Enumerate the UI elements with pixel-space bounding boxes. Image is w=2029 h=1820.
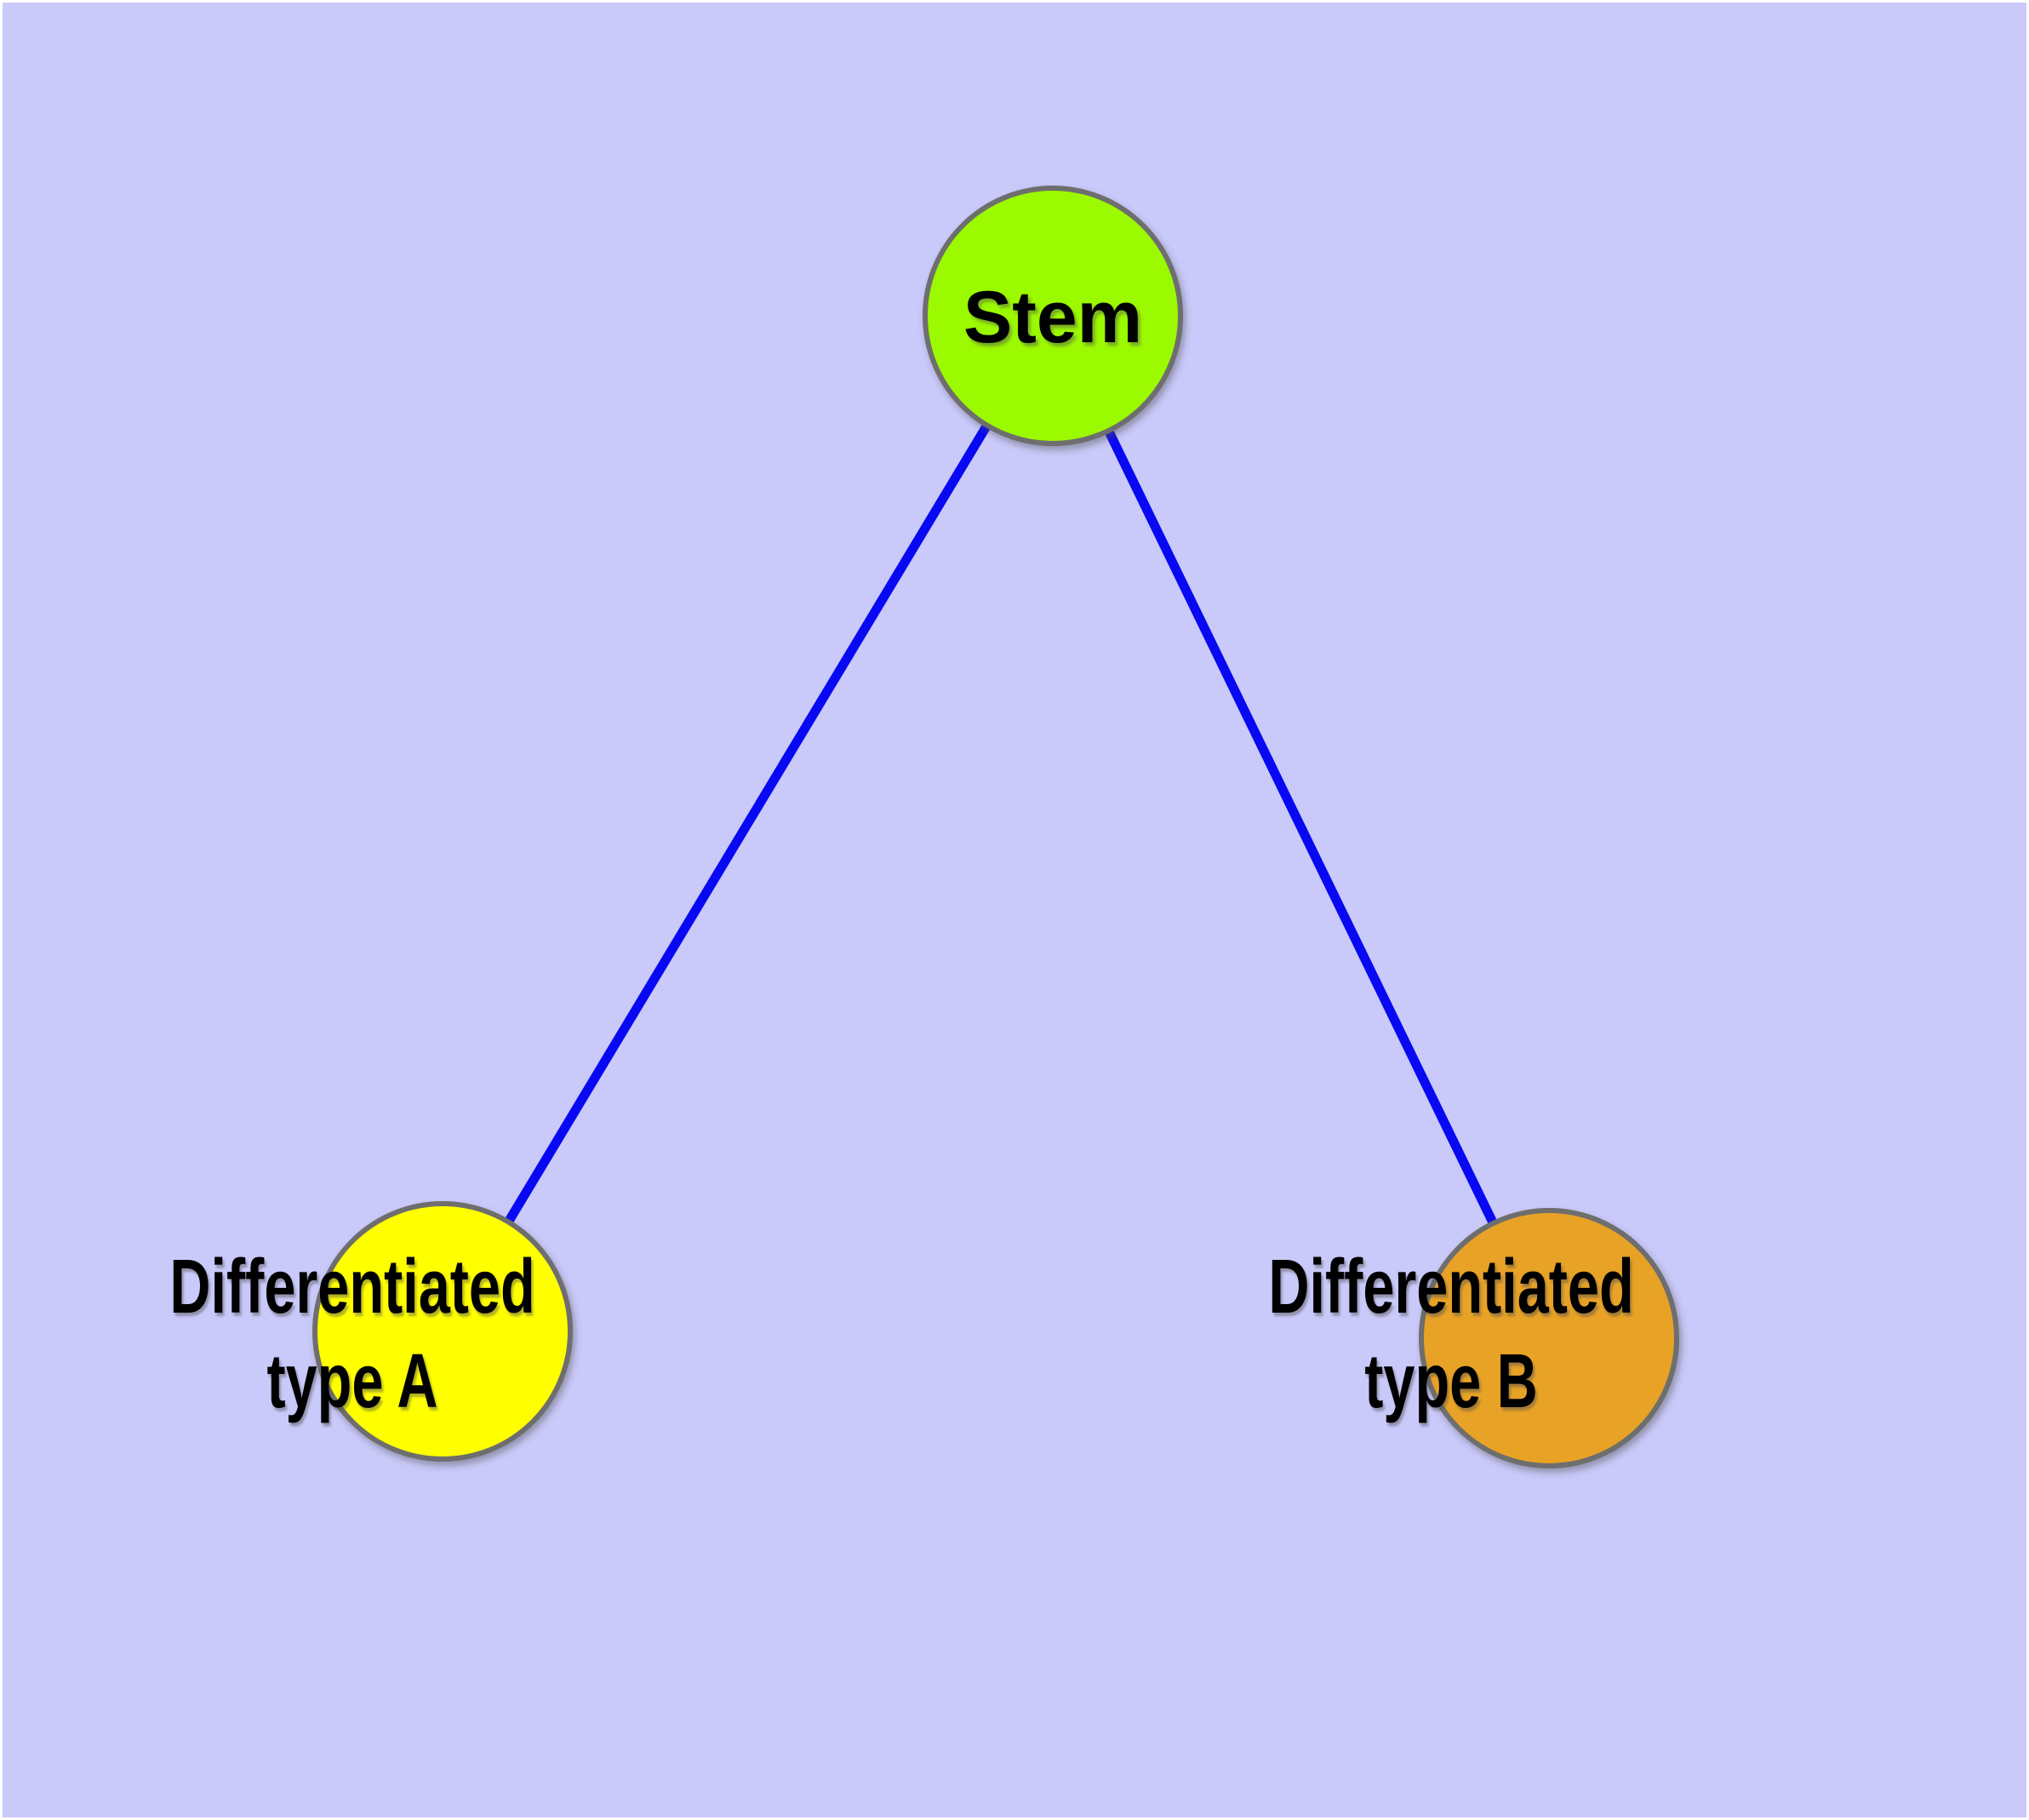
node-type-a [312, 1201, 573, 1462]
node-type-b-label: Differentiated type B [1268, 1240, 1633, 1429]
node-type-a-label-line1: Differentiated [169, 1245, 535, 1330]
node-type-a-label: Differentiated type A [169, 1240, 534, 1429]
edge-stem-to-type-a [438, 313, 1057, 1334]
node-stem [923, 186, 1183, 446]
node-type-b [1419, 1208, 1679, 1468]
node-type-b-label-line1: Differentiated [1268, 1245, 1634, 1330]
edge-stem-to-type-b [1049, 313, 1553, 1341]
node-type-b-label-line2: type B [1364, 1339, 1538, 1424]
node-type-a-label-line2: type A [266, 1339, 438, 1424]
node-stem-label: Stem [963, 277, 1143, 358]
